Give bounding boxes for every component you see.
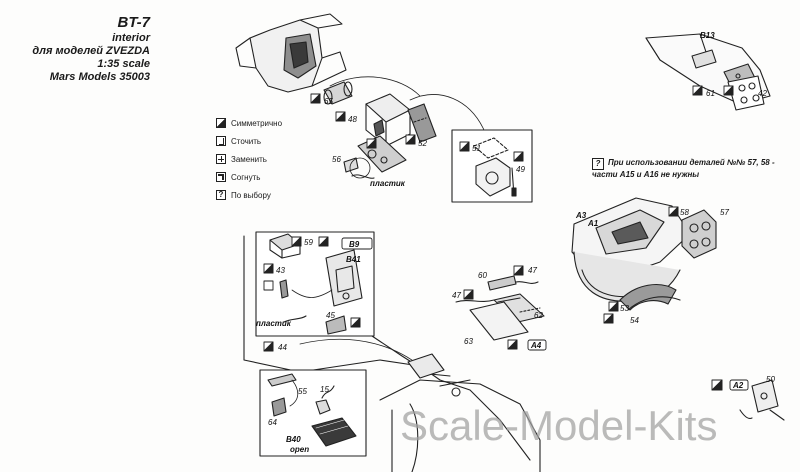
open-label: open — [290, 445, 309, 454]
legend-row-replace: Заменить — [216, 150, 326, 168]
part-label-a3: A3 — [575, 211, 587, 220]
part-label-a2: A2 — [732, 381, 744, 390]
part-label-47b: 47 — [452, 291, 461, 300]
part-label-b41: B41 — [346, 255, 361, 264]
part-label-57: 57 — [720, 208, 729, 217]
bend-icon — [216, 172, 226, 182]
optional-icon: ? — [216, 190, 226, 200]
legend-row-optional: ? По выбору — [216, 186, 326, 204]
model-title: BT-7 — [117, 14, 150, 31]
part-label-45: 45 — [326, 311, 335, 320]
plastic-label: пластик — [370, 179, 406, 188]
watermark: Scale-Model-Kits — [400, 402, 718, 449]
title-interior: interior — [112, 32, 150, 44]
usage-note-text: При использовании деталей №№ 57, 58 - ча… — [592, 158, 775, 179]
turret-ring-drawing — [571, 197, 717, 311]
part-label-55: 55 — [298, 387, 307, 396]
hull-interior-drawing — [243, 235, 541, 472]
part-label-62: 62 — [534, 311, 543, 320]
part-50-drawing — [739, 379, 785, 421]
legend-row-symmetric: Симметрично — [216, 114, 326, 132]
part-label-b40: B40 — [286, 435, 301, 444]
part-label-a1: A1 — [587, 219, 599, 228]
part-label-54: 54 — [630, 316, 639, 325]
part-label-53: 53 — [620, 304, 629, 313]
part-label-60: 60 — [478, 271, 487, 280]
legend-row-file: Сточить — [216, 132, 326, 150]
part-label-59: 59 — [304, 238, 313, 247]
legend-label: Симметрично — [231, 118, 283, 128]
part-48-52-drawing — [343, 93, 437, 179]
part-label-56: 56 — [332, 155, 341, 164]
title-for-models: для моделей ZVEZDA — [32, 45, 150, 57]
legend-label: Сточить — [231, 136, 262, 146]
part-label-a4: A4 — [530, 341, 542, 350]
part-label-48: 48 — [348, 115, 357, 124]
part-label-b9: B9 — [349, 240, 360, 249]
part-label-47a: 47 — [528, 266, 537, 275]
plastic-label-2: пластик — [256, 319, 292, 328]
part-65-drawing — [323, 81, 353, 105]
legend: Симметрично Сточить Заменить Согнуть ? П… — [216, 114, 326, 204]
title-brand: Mars Models 35003 — [49, 71, 150, 83]
file-icon — [216, 136, 226, 146]
part-label-51: 51 — [472, 144, 481, 153]
replace-icon — [216, 154, 226, 164]
part-label-65: 65 — [324, 97, 333, 106]
plates-drawing — [455, 275, 545, 341]
part-label-43: 43 — [276, 266, 285, 275]
usage-note: ?При использовании деталей №№ 57, 58 - ч… — [592, 158, 792, 180]
part-label-52: 52 — [418, 139, 427, 148]
part-label-b13: B13 — [700, 31, 715, 40]
part-label-50: 50 — [766, 375, 775, 384]
hull-front-drawing — [235, 13, 347, 93]
legend-row-bend: Согнуть — [216, 168, 326, 186]
detail-box-b40 — [259, 369, 367, 457]
turret-b13-drawing — [645, 33, 771, 111]
part-label-58: 58 — [680, 208, 689, 217]
part-label-49: 49 — [516, 165, 525, 174]
legend-label: Согнуть — [231, 172, 261, 182]
part-label-15: 15 — [320, 385, 329, 394]
part-label-44: 44 — [278, 343, 287, 352]
part-label-63: 63 — [464, 337, 473, 346]
part-label-42: 42 — [758, 89, 767, 98]
symmetric-icon — [216, 118, 226, 128]
instruction-icons — [263, 85, 749, 391]
title-scale: 1:35 scale — [97, 58, 150, 70]
legend-label: По выбору — [231, 190, 271, 200]
title-block: BT-7 interior для моделей ZVEZDA 1:35 sc… — [0, 14, 150, 84]
legend-label: Заменить — [231, 154, 267, 164]
part-label-61: 61 — [706, 89, 715, 98]
part-label-64: 64 — [268, 418, 277, 427]
